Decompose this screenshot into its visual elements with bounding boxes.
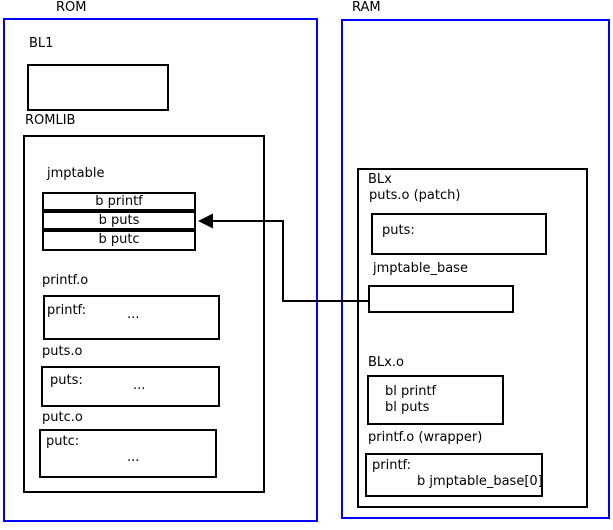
blx-o-line2: bl puts: [385, 400, 430, 415]
printf-wrapper-body: b jmptable_base[0]: [417, 474, 543, 489]
puts-o-label: puts.o: [42, 344, 83, 359]
jmptable-entry-b-printf: b printf: [42, 192, 196, 211]
printf-wrapper-box: printf: b jmptable_base[0]: [365, 453, 543, 497]
printf-symbol: printf:: [47, 303, 87, 318]
rom-title: ROM: [56, 0, 87, 15]
puts-ellipsis: ...: [133, 378, 146, 393]
bl1-label: BL1: [29, 36, 54, 51]
putc-o-label: putc.o: [42, 410, 83, 425]
printf-wrapper-label: printf.o (wrapper): [368, 430, 483, 445]
puts-symbol: puts:: [50, 373, 83, 388]
blx-label: BLx: [368, 172, 392, 187]
puts-patch-symbol: puts:: [382, 223, 415, 238]
blx-o-line1: bl printf: [385, 384, 437, 399]
putc-symbol: putc:: [46, 434, 80, 449]
romlib-label: ROMLIB: [25, 113, 76, 128]
jmptable-base-label: jmptable_base: [373, 261, 468, 276]
putc-ellipsis: ...: [127, 450, 140, 465]
jmptable-entry-b-puts: b puts: [42, 211, 196, 230]
puts-o-box: puts: ...: [41, 366, 220, 407]
puts-patch-box: puts:: [371, 213, 547, 255]
printf-o-label: printf.o: [42, 273, 89, 288]
blx-o-label: BLx.o: [368, 355, 404, 370]
blx-o-box: bl printf bl puts: [367, 375, 504, 425]
puts-patch-label: puts.o (patch): [369, 188, 461, 203]
ram-title: RAM: [352, 0, 381, 15]
jmptable-base-box: [368, 285, 514, 313]
putc-o-box: putc: ...: [39, 429, 217, 478]
jmptable-label: jmptable: [47, 166, 105, 181]
bl1-box: [27, 64, 169, 111]
printf-o-box: printf: ...: [43, 295, 220, 340]
jmptable-entry-b-putc: b putc: [42, 230, 196, 251]
printf-wrapper-symbol: printf:: [372, 458, 412, 473]
printf-ellipsis: ...: [127, 307, 140, 322]
